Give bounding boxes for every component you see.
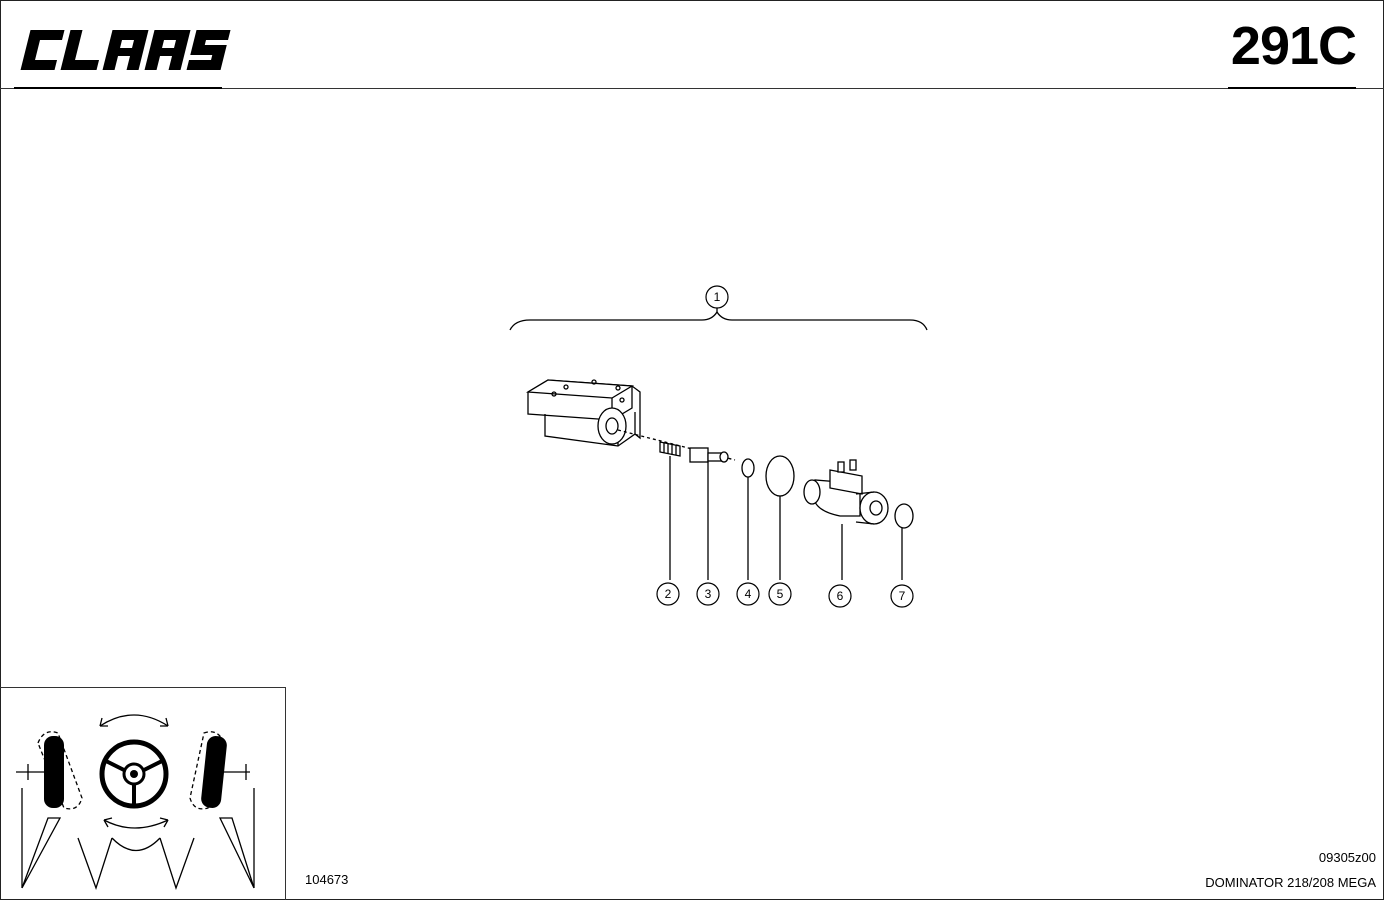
document-code: 09305z00 [1318,850,1376,865]
claas-logo [20,30,231,70]
page-number: 291C [1230,16,1357,76]
callout-1: 1 [714,290,721,304]
part-solenoid [803,459,889,580]
callout-5: 5 [777,587,784,601]
steering-diagram-icon [16,714,255,891]
assembly-brace [509,310,928,331]
part-valve-insert [689,447,729,580]
part-large-oring [765,455,795,497]
logo-underline [14,87,222,89]
callout-2: 2 [665,587,672,601]
exploded-parts-drawing: 1 2 3 4 5 6 7 [509,285,928,608]
part-small-oring [741,458,755,478]
machine-model: DOMINATOR 218/208 MEGA [1205,875,1376,890]
header-divider [0,88,1384,89]
callout-7: 7 [899,589,906,603]
valve-block [525,379,641,447]
part-spring [659,441,681,580]
page-number-underline [1228,87,1356,89]
callout-4: 4 [745,587,752,601]
callout-6: 6 [837,589,844,603]
drawing-id: 104673 [305,872,349,887]
steering-diagram-box [0,687,286,900]
part-end-oring [894,503,914,529]
callout-3: 3 [705,587,712,601]
